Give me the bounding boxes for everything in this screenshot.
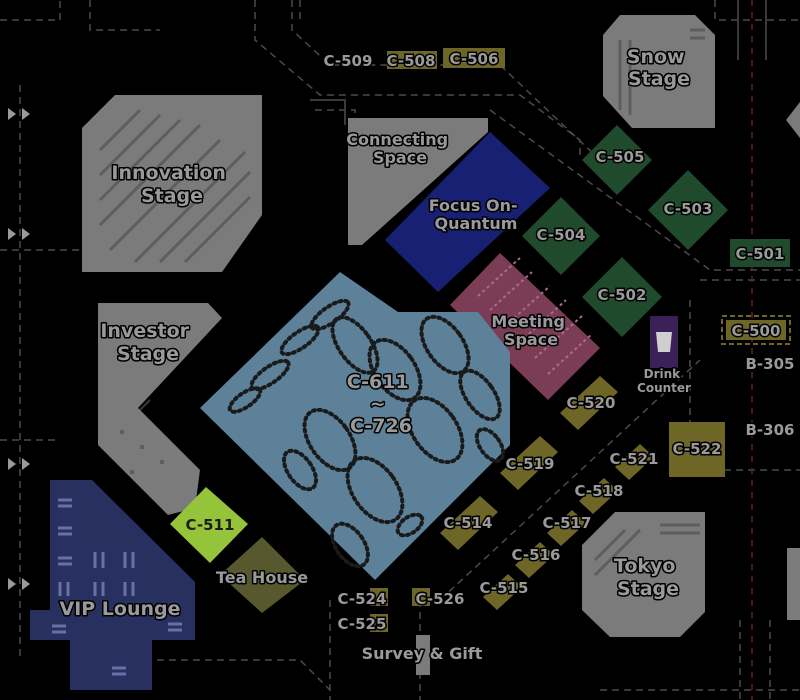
booth-c502-label: C-502	[598, 286, 647, 304]
booth-c501[interactable]: C-501	[730, 239, 790, 267]
innovation-stage-label: Innovation Stage	[111, 162, 232, 207]
tokyo-stage-label: Tokyo Stage	[614, 555, 682, 600]
booth-c515[interactable]: C-515	[478, 574, 530, 610]
booth-c500[interactable]: C-500	[721, 315, 791, 345]
booth-c522[interactable]: C-522	[669, 422, 725, 477]
booth-c508[interactable]: C-508	[385, 51, 437, 72]
survey-gift[interactable]: Survey & Gift	[360, 635, 484, 675]
entrance-markers	[8, 108, 30, 590]
booth-c514-label: C-514	[444, 514, 493, 532]
tea-house[interactable]: Tea House	[214, 537, 310, 613]
booth-c525[interactable]: C-525	[336, 614, 388, 635]
booth-c509-label: C-509	[324, 52, 373, 70]
cup-icon	[656, 332, 672, 352]
booth-c524[interactable]: C-524	[336, 588, 388, 610]
booth-b306[interactable]: B-306	[744, 420, 796, 441]
booth-c517[interactable]: C-517	[541, 510, 593, 546]
booth-c514[interactable]: C-514	[440, 496, 498, 550]
drink-counter-label: Drink Counter	[637, 367, 691, 395]
booth-c517-label: C-517	[543, 514, 592, 532]
booth-c509[interactable]: C-509	[322, 51, 374, 72]
central-hall[interactable]: C-611 ~ C-726	[200, 272, 510, 580]
drink-counter[interactable]: Drink Counter	[636, 316, 693, 397]
booth-c508-label: C-508	[387, 52, 436, 70]
booth-c504[interactable]: C-504	[522, 197, 600, 275]
vip-lounge[interactable]: VIP Lounge	[30, 480, 195, 690]
booth-c502[interactable]: C-502	[582, 257, 662, 337]
focus-on-quantum-label: Focus On- Quantum	[429, 196, 523, 233]
booth-c520-label: C-520	[567, 394, 616, 412]
stage-partial-right-bottom	[787, 548, 800, 620]
booth-c505-label: C-505	[596, 148, 645, 166]
booth-c501-label: C-501	[736, 245, 785, 263]
booth-c518-label: C-518	[575, 482, 624, 500]
booth-c526[interactable]: C-526	[412, 588, 466, 610]
booth-c519-label: C-519	[506, 455, 555, 473]
meeting-space-label: Meeting Space	[491, 312, 570, 349]
snow-stage-label: Snow Stage	[627, 46, 691, 90]
booth-c524-label: C-524	[338, 590, 387, 608]
vip-lounge-label: VIP Lounge	[59, 598, 180, 620]
booth-c511-label: C-511	[186, 516, 235, 534]
snow-stage[interactable]: Snow Stage	[603, 15, 715, 128]
booth-c500-label: C-500	[732, 322, 781, 340]
booth-c519[interactable]: C-519	[500, 436, 558, 490]
booth-c506-label: C-506	[450, 50, 499, 68]
booth-c506[interactable]: C-506	[443, 48, 505, 70]
stage-partial-right-top	[786, 102, 800, 138]
booth-c521[interactable]: C-521	[608, 444, 660, 480]
booth-c505[interactable]: C-505	[582, 125, 652, 195]
booth-c516[interactable]: C-516	[510, 542, 562, 578]
booth-c526-label: C-526	[416, 590, 465, 608]
survey-gift-label: Survey & Gift	[362, 644, 483, 663]
booth-b305-label: B-305	[746, 355, 795, 373]
booth-c518[interactable]: C-518	[573, 478, 625, 514]
meeting-space[interactable]: Meeting Space	[450, 253, 600, 400]
investor-stage[interactable]: Investor Stage	[98, 303, 222, 515]
booth-c522-label: C-522	[673, 440, 722, 458]
booth-c520[interactable]: C-520	[560, 376, 618, 430]
booth-c504-label: C-504	[537, 226, 586, 244]
wall-lines	[139, 99, 346, 411]
booth-b305[interactable]: B-305	[744, 354, 796, 375]
investor-stage-label: Investor Stage	[100, 320, 195, 365]
focus-on-quantum[interactable]: Focus On- Quantum	[385, 132, 550, 292]
booth-c515-label: C-515	[480, 579, 529, 597]
connecting-space[interactable]: Connecting Space	[345, 118, 488, 245]
tokyo-stage[interactable]: Tokyo Stage	[582, 512, 705, 637]
booth-c503-label: C-503	[664, 200, 713, 218]
booth-c511-highlighted[interactable]: C-511	[170, 487, 248, 563]
booth-c521-label: C-521	[610, 450, 659, 468]
booth-b306-label: B-306	[746, 421, 795, 439]
tea-house-label: Tea House	[216, 568, 308, 587]
connecting-space-label: Connecting Space	[346, 130, 453, 167]
booth-c525-label: C-525	[338, 615, 387, 633]
central-hall-label: C-611 ~ C-726	[347, 371, 416, 437]
booth-c516-label: C-516	[512, 546, 561, 564]
innovation-stage[interactable]: Innovation Stage	[82, 95, 262, 272]
seating-clusters	[227, 298, 506, 569]
booth-c503[interactable]: C-503	[648, 170, 728, 250]
